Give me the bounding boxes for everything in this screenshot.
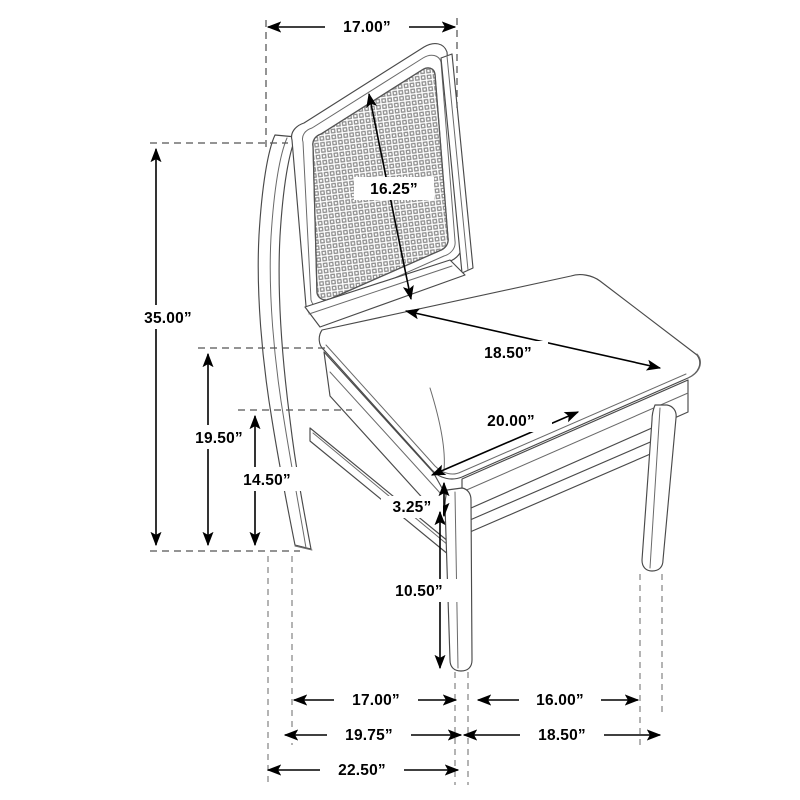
rear-right-post <box>440 53 474 274</box>
label-overall-height: 35.00” <box>144 310 192 327</box>
dimension-base-front-right: 16.00” <box>476 688 640 711</box>
dimension-seat-height-front: 14.50” <box>228 409 352 547</box>
dimension-base-mid-right: 18.50” <box>462 723 662 746</box>
label-base-front-right: 16.00” <box>536 692 584 709</box>
label-seat-width: 20.00” <box>487 413 535 430</box>
dimension-leg-clearance: 10.50” <box>379 510 459 670</box>
dimension-base-mid-left: 19.75” <box>283 723 463 746</box>
label-back-width: 17.00” <box>343 19 391 36</box>
label-base-front-left: 17.00” <box>352 692 400 709</box>
dimension-seat-width: 20.00” <box>430 409 580 476</box>
dimension-seat-height-rear: 19.50” <box>180 347 330 547</box>
dimension-apron-height: 3.25” <box>381 481 450 518</box>
rear-right-leg <box>641 404 677 572</box>
dimension-base-overall: 22.50” <box>266 758 460 781</box>
label-seat-depth: 18.50” <box>484 345 532 362</box>
dimension-overall-height: 35.00” <box>130 142 300 552</box>
bottom-extension-lines <box>267 556 663 785</box>
dimension-base-front-left: 17.00” <box>292 688 458 711</box>
label-base-mid-left: 19.75” <box>345 727 393 744</box>
label-back-diagonal: 16.25” <box>370 181 418 198</box>
label-seat-height-rear: 19.50” <box>195 430 243 447</box>
rear-left-foot <box>294 545 313 551</box>
label-base-mid-right: 18.50” <box>538 727 586 744</box>
label-leg-clearance: 10.50” <box>395 583 443 600</box>
dimension-seat-depth: 18.50” <box>404 308 662 371</box>
label-base-overall: 22.50” <box>338 762 386 779</box>
dimension-back-width: 17.00” <box>265 14 458 148</box>
label-apron-height: 3.25” <box>393 499 432 516</box>
dimension-back-diagonal: 16.25” <box>354 92 434 301</box>
label-seat-height-front: 14.50” <box>243 472 291 489</box>
